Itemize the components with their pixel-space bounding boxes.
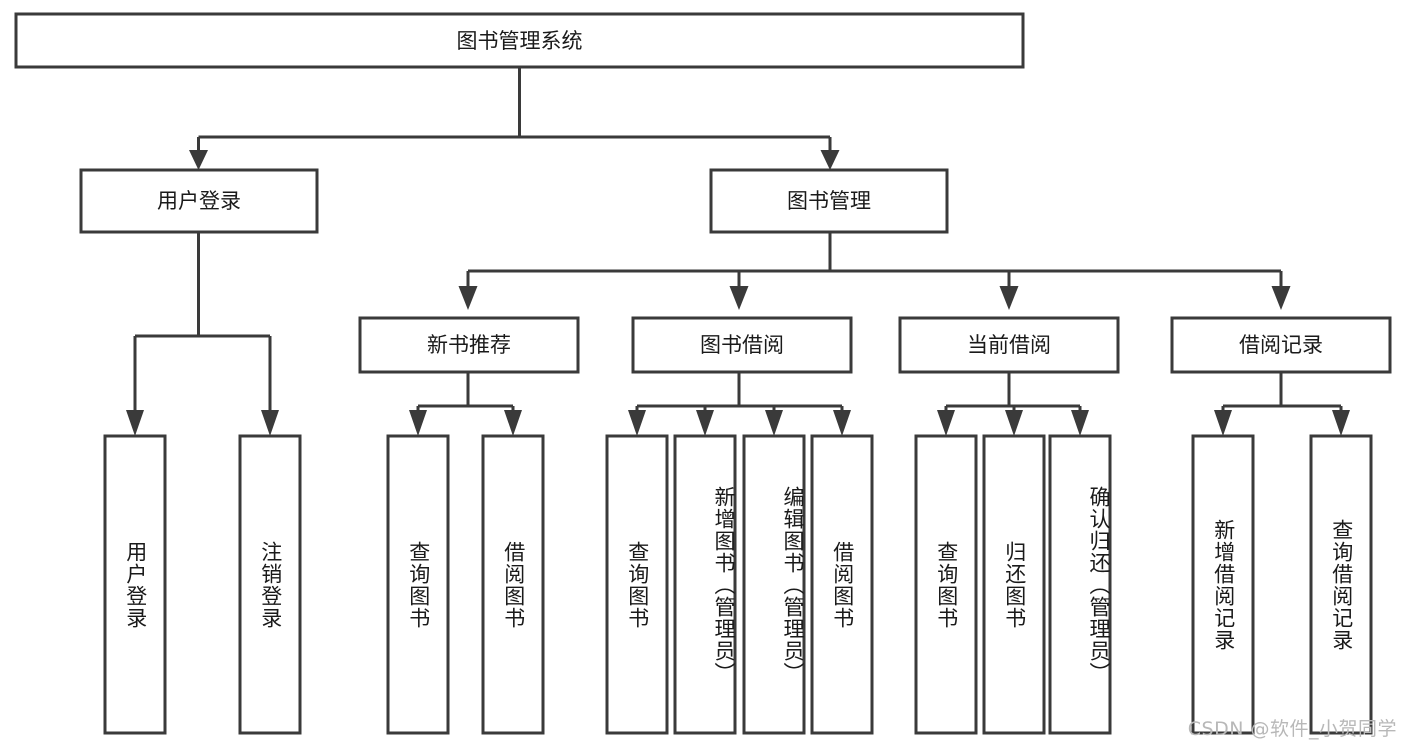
leaf-box-edit-book[interactable] (742, 434, 806, 735)
connectors-book-borrow-to-leaves (628, 372, 851, 436)
arrow-head-leaf-query-book-c (937, 410, 955, 436)
arrow-head-leaf-add-record (1214, 410, 1232, 436)
leaf-label-query-book-a: 查询图书 (406, 540, 431, 629)
leaf-label-user-login: 用户登录 (123, 540, 148, 629)
connectors-borrow-record-to-leaves (1214, 372, 1350, 436)
arrow-head-leaf-edit-book (765, 410, 783, 436)
watermark-label: CSDN @软件_小贺同学 (1187, 718, 1397, 740)
leaf-label-return-book: 归还图书 (1002, 540, 1027, 629)
node-user-login[interactable]: 用户登录 (79, 168, 319, 234)
arrow-head-user-login (189, 150, 208, 170)
node-book-borrow-box[interactable] (631, 316, 853, 374)
connectors-root-to-level2 (189, 67, 840, 170)
arrow-head-leaf-borrow-book-a (504, 410, 522, 436)
node-user-login-box[interactable] (79, 168, 319, 234)
leaf-boxes-borrow-record (1191, 434, 1373, 735)
leaf-label-logout: 注销登录 (258, 540, 283, 629)
node-book-manage-box[interactable] (709, 168, 949, 234)
leaf-label-query-book-c: 查询图书 (934, 540, 959, 629)
arrow-head-leaf-user-login (126, 410, 144, 436)
connectors-new-book-to-leaves (409, 372, 522, 436)
leaf-label-borrow-book-a: 借阅图书 (501, 540, 526, 629)
leaf-box-user-login[interactable] (103, 434, 167, 735)
node-user-login-label: 用户登录 (157, 189, 241, 213)
arrow-head-leaf-add-book (696, 410, 714, 436)
node-book-borrow-label: 图书借阅 (700, 333, 784, 357)
node-current-borrow-box[interactable] (898, 316, 1120, 374)
node-borrow-record[interactable]: 借阅记录 (1170, 316, 1392, 374)
arrow-head-leaf-return-book (1005, 410, 1023, 436)
leaf-label-edit-book: 编辑图书（管理员） (781, 485, 805, 684)
connectors-current-borrow-to-leaves (937, 372, 1089, 436)
node-root[interactable]: 图书管理系统 (14, 12, 1025, 69)
arrow-head-book-manage (820, 150, 840, 170)
node-borrow-record-label: 借阅记录 (1239, 333, 1323, 357)
leaf-label-query-record: 查询借阅记录 (1329, 518, 1354, 651)
node-new-book-recommend-label: 新书推荐 (427, 333, 511, 357)
leaf-label-add-book: 新增图书（管理员） (712, 485, 736, 684)
arrow-head-leaf-confirm-return (1071, 410, 1089, 436)
node-book-manage-label: 图书管理 (787, 189, 871, 213)
arrow-head-borrow-record (1271, 286, 1291, 310)
arrow-head-book-borrow (729, 286, 749, 310)
connectors-book-manage-to-level3 (458, 232, 1291, 310)
leaf-boxes-new-book-recommend (386, 434, 545, 735)
leaf-box-confirm-return[interactable] (1048, 434, 1112, 735)
node-current-borrow[interactable]: 当前借阅 (898, 316, 1120, 374)
leaf-box-logout[interactable] (238, 434, 302, 735)
node-root-label: 图书管理系统 (457, 29, 583, 53)
leaf-label-borrow-book-b: 借阅图书 (830, 540, 855, 629)
leaf-boxes-book-borrow (605, 434, 874, 735)
arrow-head-leaf-query-book-a (409, 410, 427, 436)
leaf-box-query-book-a[interactable] (386, 434, 450, 735)
node-book-manage[interactable]: 图书管理 (709, 168, 949, 234)
leaf-box-borrow-book-b[interactable] (810, 434, 874, 735)
leaf-box-query-book-c[interactable] (914, 434, 978, 735)
leaf-box-query-book-b[interactable] (605, 434, 669, 735)
arrow-head-leaf-query-record (1332, 410, 1350, 436)
node-current-borrow-label: 当前借阅 (967, 333, 1051, 357)
leaf-box-borrow-book-a[interactable] (481, 434, 545, 735)
arrow-head-leaf-query-book-b (628, 410, 646, 436)
leaf-boxes-current-borrow (914, 434, 1112, 735)
node-new-book-recommend[interactable]: 新书推荐 (358, 316, 580, 374)
leaf-label-query-book-b: 查询图书 (625, 540, 650, 629)
node-new-book-recommend-box[interactable] (358, 316, 580, 374)
connectors-user-login-to-leaves (126, 232, 279, 436)
leaf-label-add-record: 新增借阅记录 (1211, 518, 1236, 651)
leaf-boxes-user-login (103, 434, 302, 735)
leaf-box-add-record[interactable] (1191, 434, 1255, 735)
leaf-label-confirm-return: 确认归还（管理员） (1087, 485, 1111, 684)
arrow-head-leaf-borrow-book-b (833, 410, 851, 436)
node-book-borrow[interactable]: 图书借阅 (631, 316, 853, 374)
arrow-head-new-book (458, 286, 478, 310)
node-root-box[interactable] (14, 12, 1025, 69)
node-borrow-record-box[interactable] (1170, 316, 1392, 374)
arrow-head-current-borrow (999, 286, 1019, 310)
leaf-box-query-record[interactable] (1309, 434, 1373, 735)
arrow-head-leaf-logout (261, 410, 279, 436)
leaf-box-add-book[interactable] (673, 434, 737, 735)
leaf-box-return-book[interactable] (982, 434, 1046, 735)
